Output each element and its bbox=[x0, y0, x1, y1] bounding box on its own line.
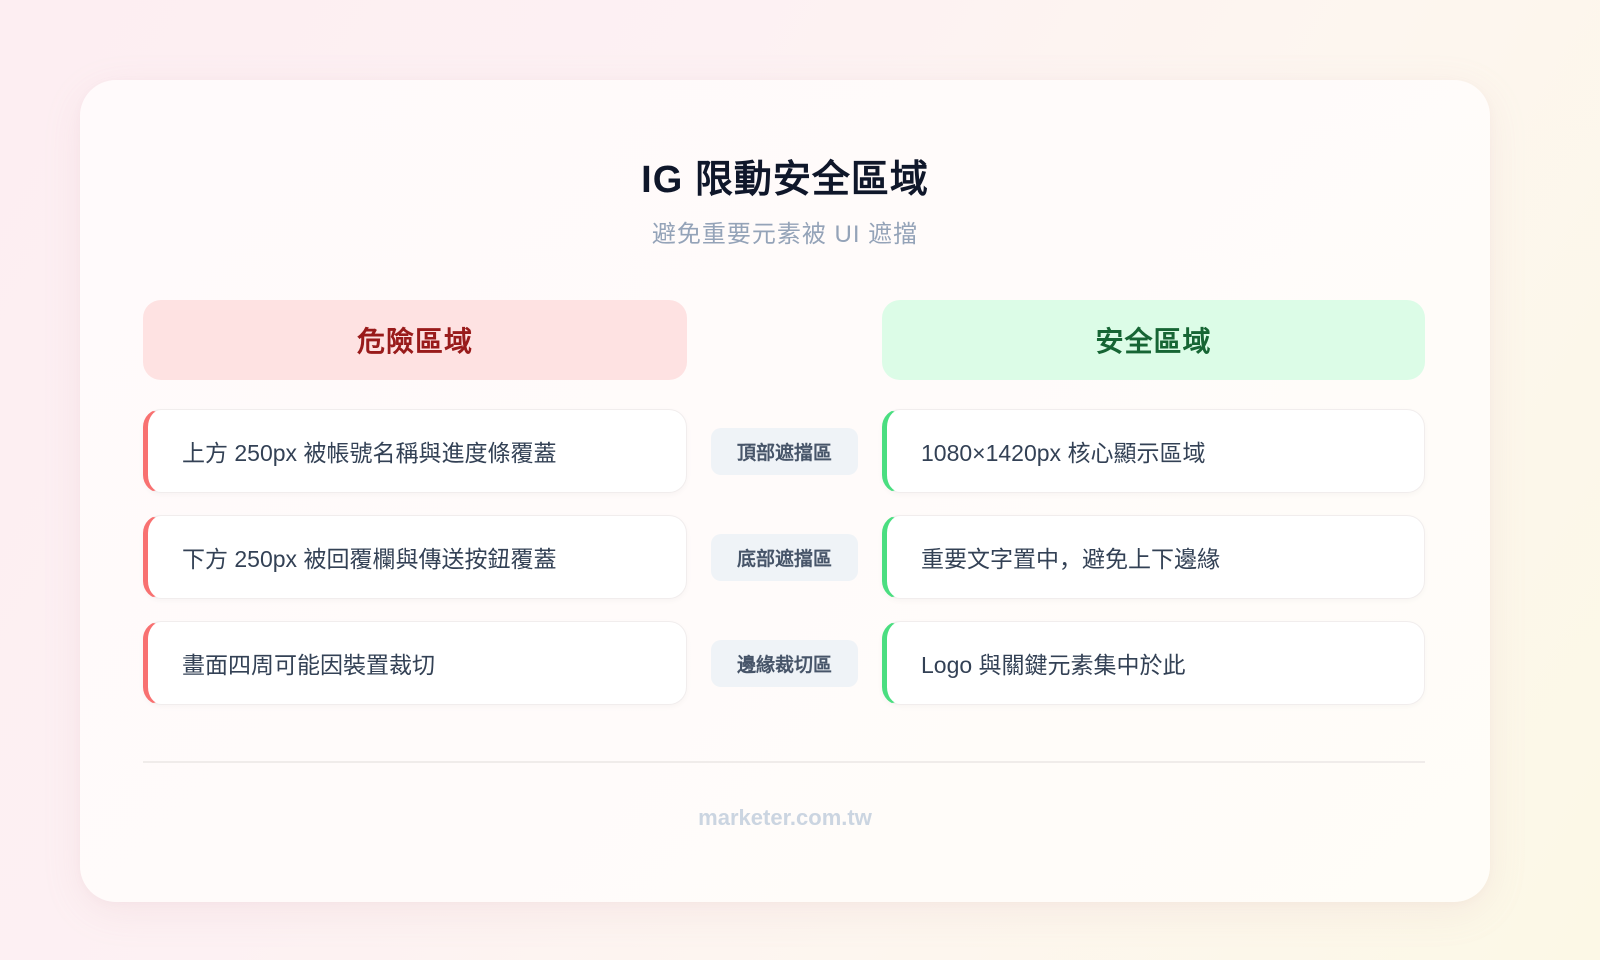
danger-item: 下方 250px 被回覆欄與傳送按鈕覆蓋 bbox=[143, 515, 687, 599]
page-title: IG 限動安全區域 bbox=[641, 159, 929, 201]
danger-item: 上方 250px 被帳號名稱與進度條覆蓋 bbox=[143, 409, 687, 493]
footer-divider bbox=[143, 761, 1425, 763]
safe-zone-header: 安全區域 bbox=[882, 300, 1425, 380]
zone-tag-bottom: 底部遮擋區 bbox=[711, 534, 858, 581]
zone-tag-top: 頂部遮擋區 bbox=[711, 428, 858, 475]
safe-item: 重要文字置中，避免上下邊緣 bbox=[882, 515, 1425, 599]
safe-item: 1080×1420px 核心顯示區域 bbox=[882, 409, 1425, 493]
safe-item: Logo 與關鍵元素集中於此 bbox=[882, 621, 1425, 705]
info-card: IG 限動安全區域 避免重要元素被 UI 遮擋 危險區域 安全區域 上方 250… bbox=[80, 80, 1490, 902]
footer-source: marketer.com.tw bbox=[698, 805, 872, 830]
danger-zone-header: 危險區域 bbox=[143, 300, 687, 380]
page-subtitle: 避免重要元素被 UI 遮擋 bbox=[651, 221, 919, 248]
danger-item: 畫面四周可能因裝置裁切 bbox=[143, 621, 687, 705]
zone-tag-edge: 邊緣裁切區 bbox=[711, 640, 858, 687]
